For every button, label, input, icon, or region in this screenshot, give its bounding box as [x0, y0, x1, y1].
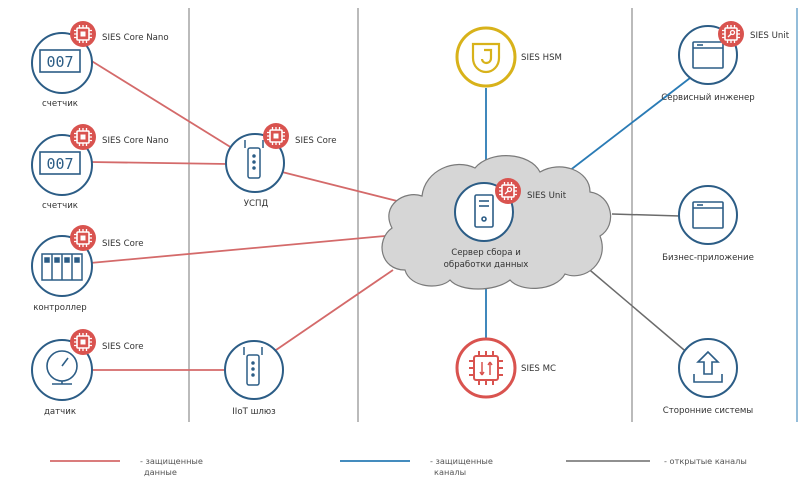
badge-label: SIES Core — [102, 342, 144, 352]
node-sensor[interactable]: SIES Core датчик — [31, 328, 144, 417]
node-hsm[interactable]: SIES HSM — [455, 26, 562, 88]
node-mc[interactable]: SIES MC — [455, 337, 556, 399]
chip-badge-icon — [69, 123, 97, 151]
meter-digits-icon: 007 — [39, 49, 81, 73]
badge-label: SIES Core — [102, 239, 144, 249]
router-icon — [244, 140, 264, 179]
legend-protected-channels: - защищенные каналы — [340, 456, 493, 477]
node-label: контроллер — [33, 303, 87, 313]
legend: - защищенные данные - защищенные каналы … — [50, 456, 747, 477]
protected-data-links — [89, 59, 426, 371]
legend-label-line2: каналы — [434, 467, 466, 477]
node-business-app[interactable]: Бизнес-приложение — [662, 185, 754, 263]
node-label: датчик — [44, 407, 76, 417]
node-label: IIoT шлюз — [232, 407, 276, 417]
app-window-icon — [692, 41, 724, 69]
node-label: Сервисный инженер — [661, 93, 754, 103]
chip-badge-icon — [69, 328, 97, 356]
node-iot-gateway[interactable]: IIoT шлюз — [224, 340, 284, 417]
link-meter2-uspd — [89, 161, 229, 165]
legend-open-channels: - открытые каналы — [566, 456, 747, 466]
badge-label: SIES Unit — [527, 191, 567, 201]
node-uspd[interactable]: SIES Core УСПД — [225, 122, 337, 209]
meter-digits: 007 — [46, 53, 73, 71]
open-channel-links — [577, 213, 691, 356]
chip-badge-icon — [262, 122, 290, 150]
badge-label: SIES Core — [295, 136, 337, 146]
node-label: SIES HSM — [521, 53, 562, 63]
node-controller[interactable]: SIES Core контроллер — [31, 224, 144, 313]
legend-protected-data: - защищенные данные — [50, 456, 203, 477]
node-label: УСПД — [244, 199, 269, 209]
router-icon — [243, 347, 263, 386]
protected-channel-links — [485, 77, 691, 340]
node-label-line2: обработки данных — [444, 260, 529, 270]
node-meter-1[interactable]: 007 SIES Core Nano счетчик — [31, 20, 169, 109]
meter-digits-icon: 007 — [39, 151, 81, 175]
legend-label: - открытые каналы — [664, 456, 747, 466]
legend-label-line2: данные — [144, 467, 177, 477]
node-circle — [678, 338, 738, 398]
node-label-line1: Сервер сбора и — [451, 248, 521, 258]
server-icon — [474, 194, 494, 228]
badge-label: SIES Core Nano — [102, 33, 169, 43]
meter-digits: 007 — [46, 155, 73, 173]
gauge-icon — [46, 350, 78, 385]
node-circle — [678, 185, 738, 245]
chip-badge-icon — [69, 20, 97, 48]
chip-icon — [469, 351, 503, 385]
badge-label: SIES Core Nano — [102, 136, 169, 146]
legend-label-line1: - защищенные — [430, 456, 493, 466]
node-circle — [31, 32, 93, 94]
node-circle — [31, 134, 93, 196]
unit-badge-icon — [717, 20, 745, 48]
node-label: Сторонние системы — [663, 406, 754, 416]
link-server-engineer — [559, 77, 691, 179]
controller-icon — [41, 253, 83, 281]
node-meter-2[interactable]: 007 SIES Core Nano счетчик — [31, 123, 169, 211]
node-circle — [455, 26, 517, 88]
node-server[interactable]: SIES Unit Сервер сбора и обработки данны… — [444, 177, 567, 270]
node-label: счетчик — [42, 201, 78, 211]
legend-label-line1: - защищенные — [140, 456, 203, 466]
hsm-icon — [471, 42, 501, 74]
node-circle — [31, 339, 93, 401]
link-cloud-business — [611, 213, 681, 217]
unit-badge-icon — [494, 177, 522, 205]
app-window-icon — [692, 201, 724, 229]
upload-icon — [693, 350, 723, 383]
link-gateway-cloud — [275, 269, 394, 351]
chip-badge-icon — [69, 224, 97, 252]
node-label: SIES MC — [521, 364, 556, 374]
link-meter1-uspd — [89, 59, 233, 149]
node-label: счетчик — [42, 99, 78, 109]
link-controller-cloud — [89, 235, 386, 264]
node-service-engineer[interactable]: SIES Unit Сервисный инженер — [661, 20, 790, 103]
badge-label: SIES Unit — [750, 31, 790, 41]
node-third-party[interactable]: Сторонние системы — [663, 338, 754, 416]
node-circle — [455, 337, 517, 399]
node-label: Бизнес-приложение — [662, 253, 754, 263]
link-cloud-thirdparty — [577, 259, 691, 356]
